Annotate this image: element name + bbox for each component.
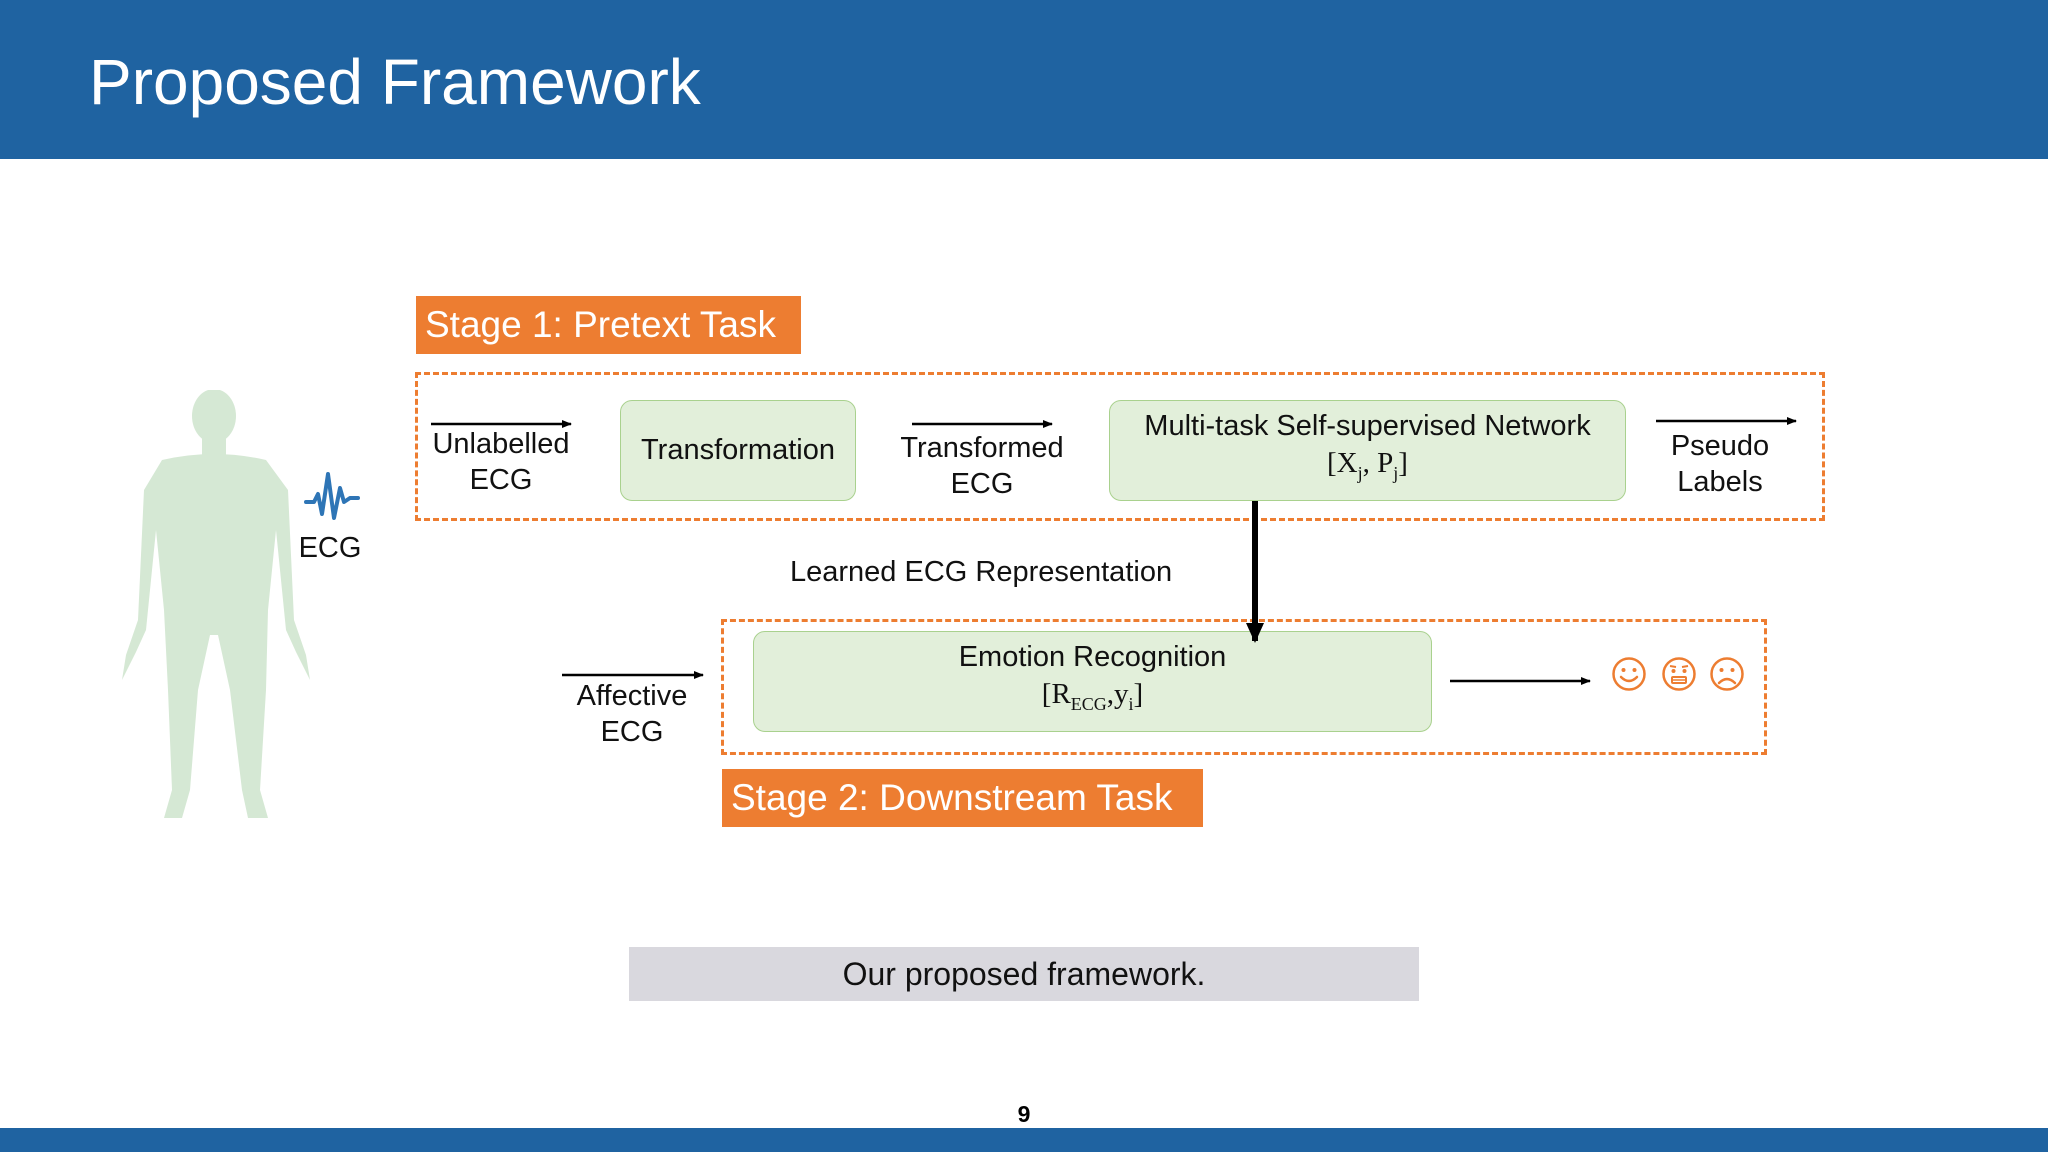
emotion-recognition-label: Emotion Recognition xyxy=(958,641,1227,674)
learned-representation-label: Learned ECG Representation xyxy=(790,556,1173,588)
footer-bar xyxy=(0,1128,2048,1152)
affective-ecg-label: Affective ECG xyxy=(552,678,712,750)
transformed-ecg-label: Transformed ECG xyxy=(888,430,1076,502)
page-number: 9 xyxy=(1017,1101,1031,1127)
unlabelled-ecg-line1: Unlabelled xyxy=(432,428,570,460)
sad-face-icon xyxy=(1710,657,1744,691)
neutral-face-icon xyxy=(1662,657,1696,691)
unlabelled-ecg-line2: ECG xyxy=(469,464,533,496)
unlabelled-ecg-label: Unlabelled ECG xyxy=(420,426,582,498)
network-label: Multi-task Self-supervised Network xyxy=(1144,410,1591,443)
caption: Our proposed framework. xyxy=(842,955,1206,992)
transformed-ecg-line2: ECG xyxy=(950,468,1014,500)
pseudo-labels-line1: Pseudo xyxy=(1670,430,1770,462)
emotion-formula: [RECG,yi] xyxy=(1041,678,1144,714)
pseudo-labels-line2: Labels xyxy=(1677,466,1763,498)
caption-box: Our proposed framework. xyxy=(629,947,1419,1001)
stage2-frame xyxy=(721,619,1767,755)
affective-ecg-line2: ECG xyxy=(600,716,664,748)
affective-ecg-line1: Affective xyxy=(576,680,688,712)
network-formula: [Xj, Pj] xyxy=(1327,447,1408,483)
stage1-frame xyxy=(415,372,1825,521)
stage2-label: Stage 2: Downstream Task xyxy=(722,769,1203,827)
emotion-recognition-box: Emotion Recognition [RECG,yi] xyxy=(753,631,1432,732)
stage1-label: Stage 1: Pretext Task xyxy=(416,296,801,354)
pseudo-labels-label: Pseudo Labels xyxy=(1640,428,1800,500)
transformation-label: Transformation xyxy=(641,434,835,466)
transformed-ecg-line1: Transformed xyxy=(900,432,1064,464)
title-bar xyxy=(0,0,2048,159)
network-box: Multi-task Self-supervised Network [Xj, … xyxy=(1109,400,1626,501)
human-figure-icon xyxy=(122,390,310,818)
slide-title: Proposed Framework xyxy=(89,46,701,118)
ecg-waveform-icon xyxy=(304,472,360,520)
happy-face-icon xyxy=(1612,657,1646,691)
ecg-label: ECG xyxy=(298,532,362,564)
transformation-box: Transformation xyxy=(620,400,856,501)
